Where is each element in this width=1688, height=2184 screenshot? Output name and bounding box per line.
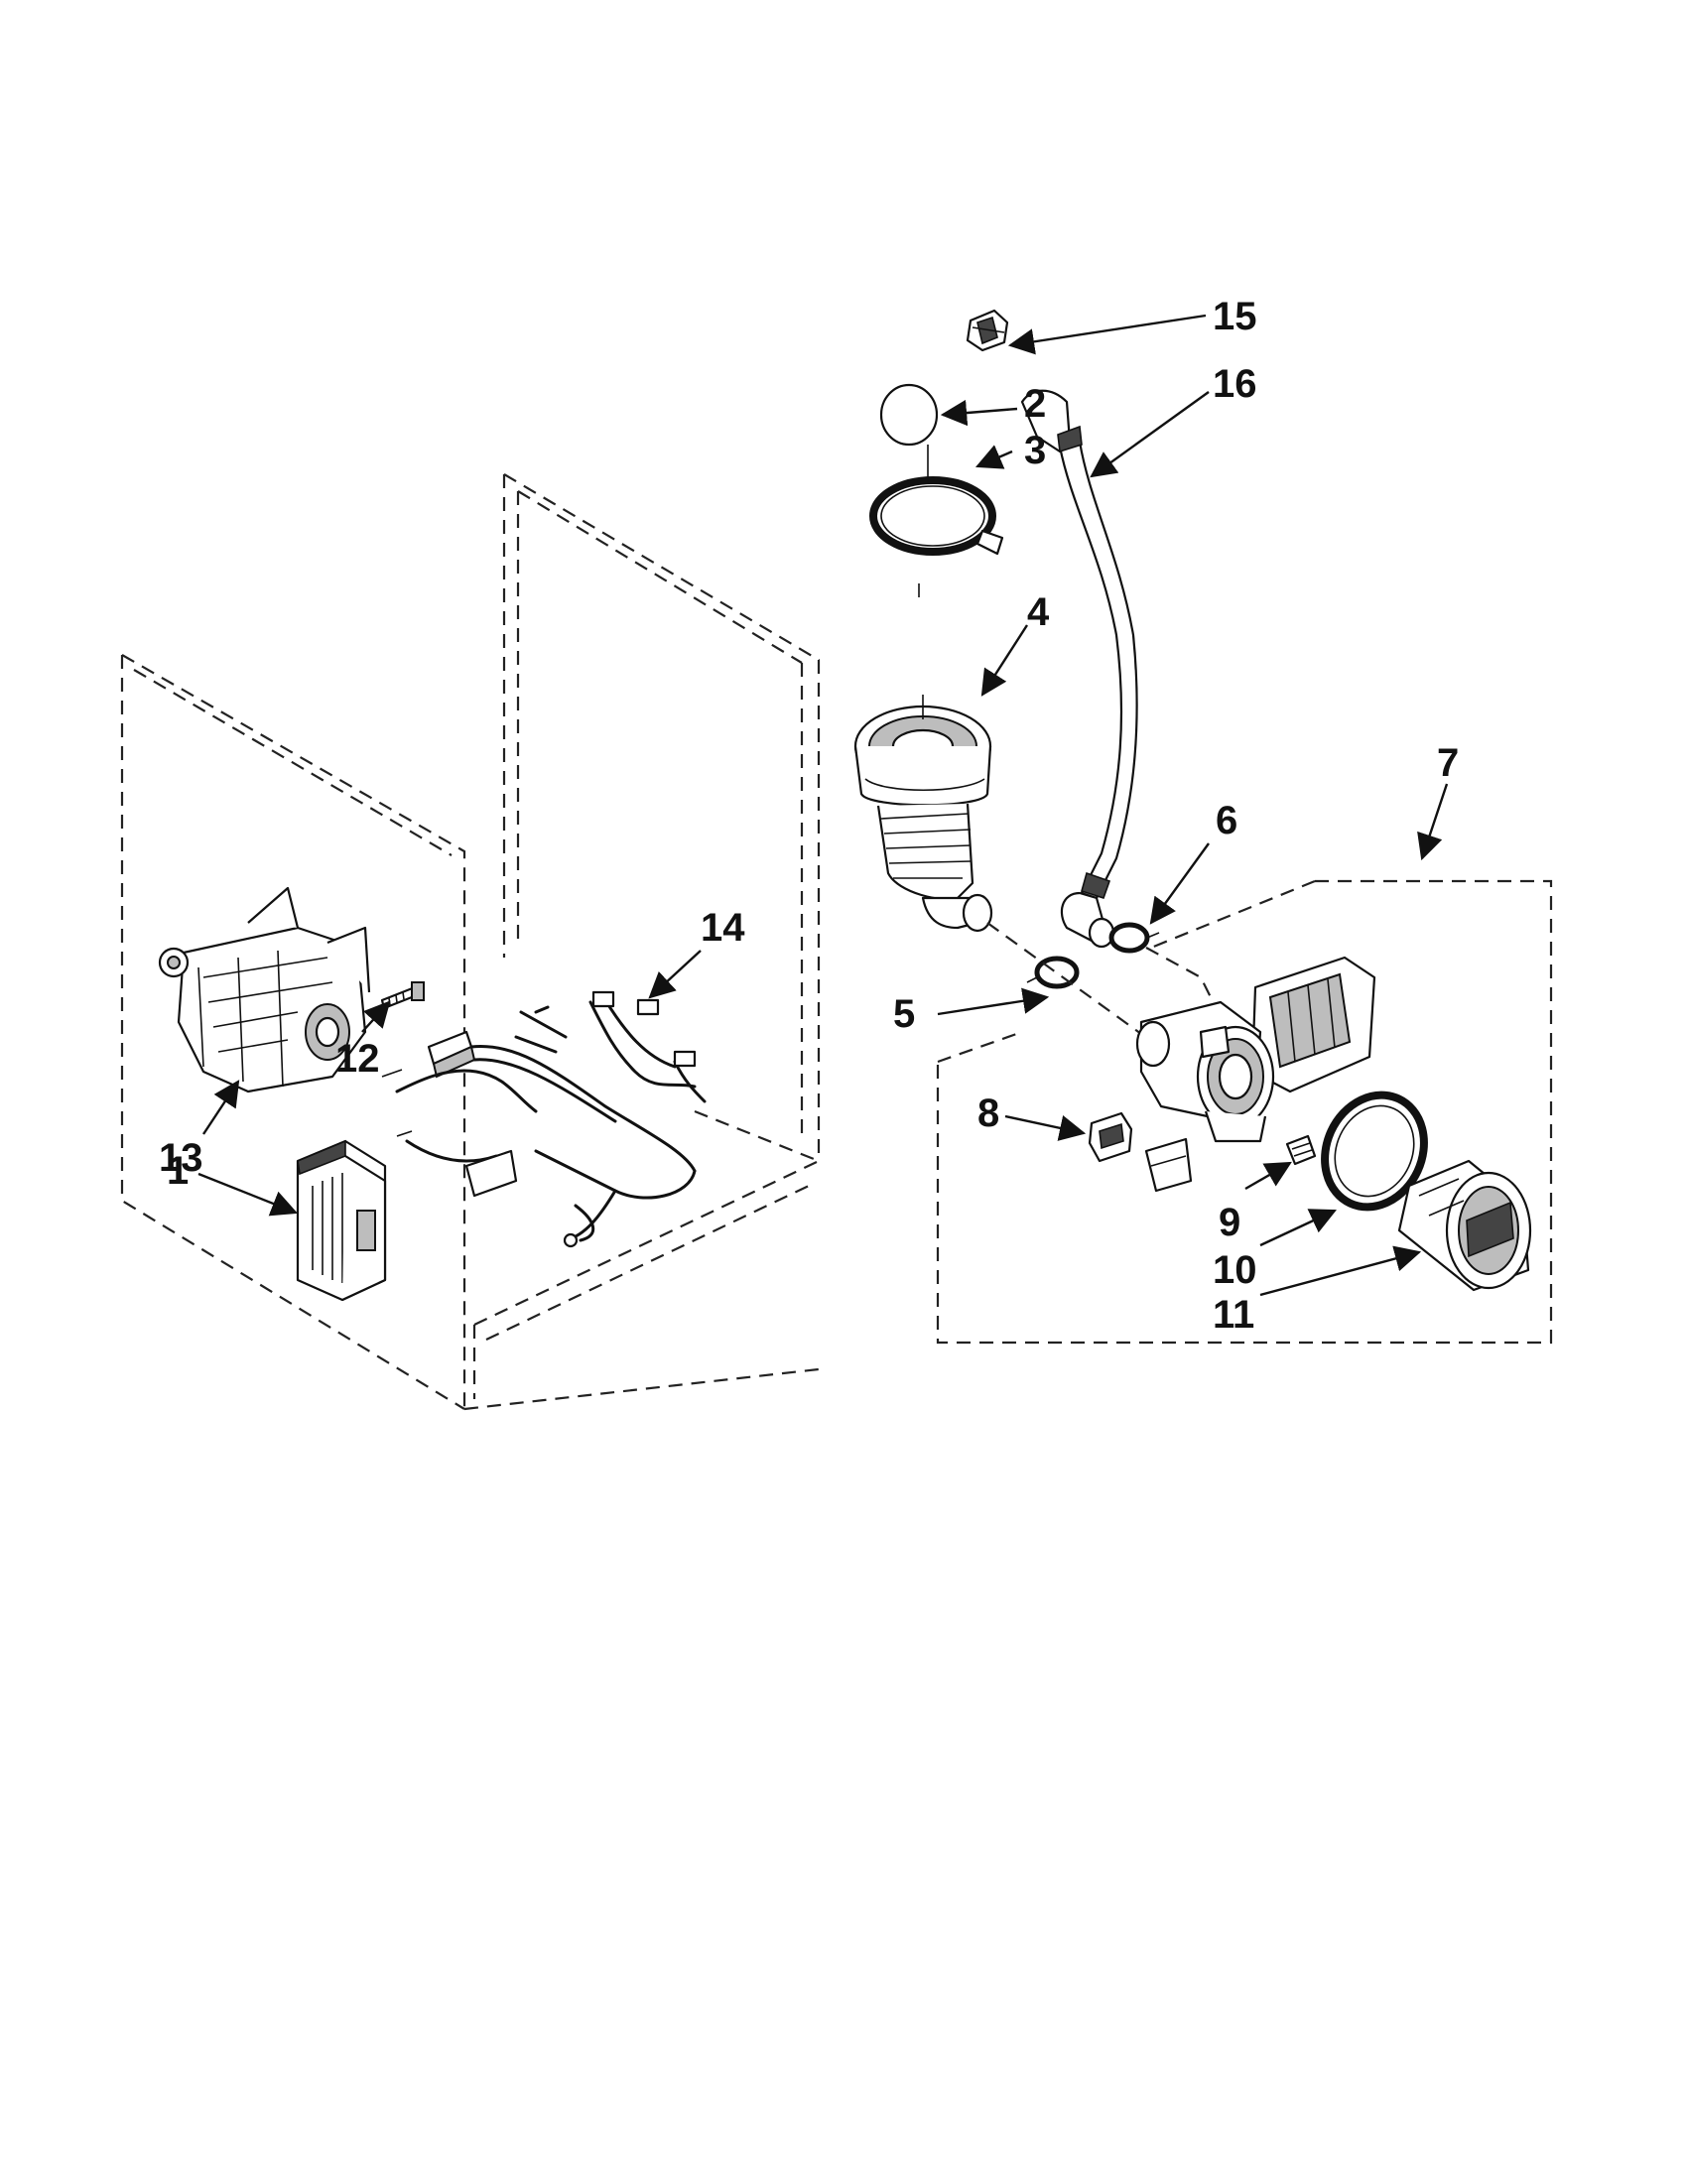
callout-4: 4 [1027, 590, 1050, 634]
callout-2: 2 [1024, 382, 1046, 426]
callout-11: 11 [1213, 1293, 1254, 1337]
drive-motor [158, 886, 371, 1093]
pump-bracket [1088, 1111, 1193, 1193]
callout-6: 6 [1216, 799, 1237, 842]
callout-1: 1 [167, 1149, 189, 1193]
motor-bolt [380, 981, 425, 1010]
callout-13: 13 [159, 1136, 203, 1180]
pump-assembly-group-box [936, 879, 1553, 1345]
hose-clamp-drain [1108, 922, 1160, 954]
callout-15: 15 [1213, 295, 1257, 338]
callout-10: 10 [1213, 1248, 1257, 1292]
callout-7: 7 [1437, 741, 1459, 785]
callouts: 15 16 2 3 4 7 6 14 5 8 12 13 1 9 10 11 [159, 295, 1459, 1337]
pump-fitting [1285, 1134, 1317, 1166]
pump-filter [1397, 1159, 1532, 1292]
motor-control-unit [296, 1139, 387, 1302]
filter-cap [879, 383, 939, 447]
pump-seal-ring [1321, 1091, 1428, 1212]
drain-hose [1020, 389, 1138, 949]
callout-5: 5 [893, 992, 915, 1036]
callout-12: 12 [335, 1037, 380, 1081]
callout-14: 14 [701, 906, 745, 950]
sump-boot-hose [853, 695, 993, 933]
callout-8: 8 [977, 1092, 999, 1135]
callout-16: 16 [1213, 362, 1257, 406]
assembly-lines [986, 922, 1217, 1053]
wire-harness [381, 990, 707, 1248]
callout-9: 9 [1219, 1201, 1240, 1244]
callout-3: 3 [1024, 429, 1046, 472]
hose-clamp-top [966, 309, 1009, 352]
tub-clamp-ring [869, 445, 1004, 597]
leader-lines [197, 314, 1449, 1297]
drain-pump [1135, 956, 1376, 1143]
cabinet-outline [120, 473, 821, 1411]
